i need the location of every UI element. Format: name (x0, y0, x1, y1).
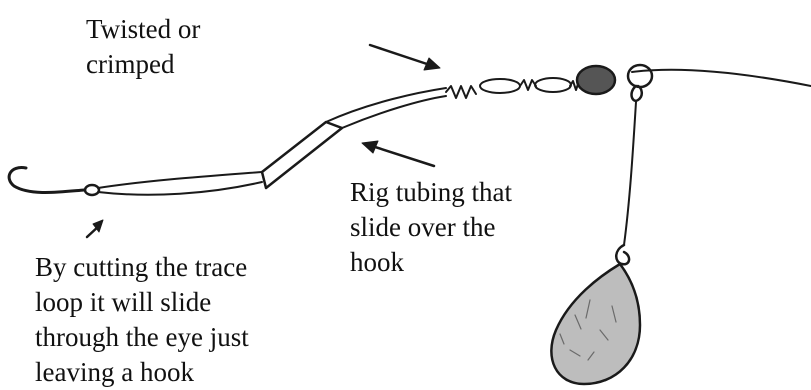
label-line: loop it will slide (35, 285, 249, 320)
trace-wire-to-twist-lower (342, 96, 446, 128)
label-rig-tubing: Rig tubing that slide over the hook (350, 175, 512, 280)
arrow-tubing-shaft (372, 146, 434, 166)
label-line: slide over the (350, 210, 512, 245)
bead (577, 66, 615, 94)
label-line: Twisted or (86, 12, 200, 47)
sinker-link (616, 245, 629, 264)
rig-tubing (262, 122, 342, 188)
twist-knot (520, 80, 536, 90)
label-twisted-or-crimped: Twisted or crimped (86, 12, 200, 82)
label-line: through the eye just (35, 320, 249, 355)
twisted-section (446, 86, 476, 98)
label-line: By cutting the trace (35, 250, 249, 285)
label-cutting-trace-loop: By cutting the trace loop it will slide … (35, 250, 249, 390)
label-line: leaving a hook (35, 355, 249, 390)
label-line: Rig tubing that (350, 175, 512, 210)
dropper-line (624, 102, 636, 245)
trace-wire-to-twist-upper (326, 88, 446, 122)
swivel-body (632, 86, 642, 101)
label-line: crimped (86, 47, 200, 82)
main-line (632, 70, 811, 86)
label-line: hook (350, 245, 512, 280)
hook (9, 168, 84, 193)
hook-eye (85, 185, 99, 195)
arrow-twisted-head (424, 58, 440, 70)
arrow-tubing-head (362, 141, 378, 153)
sinker (551, 264, 640, 384)
trace-wire-upper (98, 172, 262, 188)
swivel-ring (628, 65, 652, 87)
twist-loop-1 (480, 79, 520, 93)
twist-loop-2 (535, 78, 571, 92)
rig-tubing-end (262, 172, 266, 188)
